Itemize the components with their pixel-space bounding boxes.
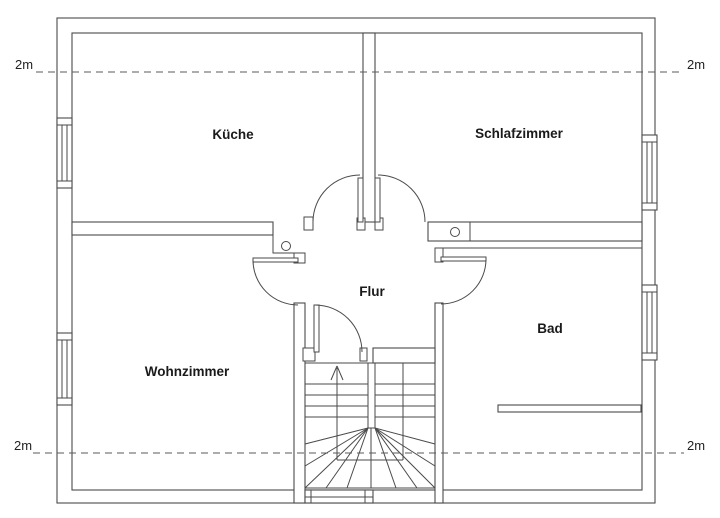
dimension-label-top-left: 2m — [15, 57, 33, 72]
room-label-bad: Bad — [537, 321, 563, 336]
dimension-label-bottom-left: 2m — [14, 438, 32, 453]
door-stop-block — [302, 347, 316, 362]
door-stairs — [313, 304, 363, 353]
dimension-label-top-right: 2m — [687, 57, 705, 72]
dimension-label-bottom-right: 2m — [687, 438, 705, 453]
door-pivot-circle-right — [450, 227, 460, 237]
stair-winder-fan — [304, 427, 436, 489]
wall-flur-wohnzimmer — [293, 302, 306, 504]
door-swing-arc — [252, 259, 299, 306]
dimension-lines: 2m 2m 2m 2m — [14, 57, 705, 454]
half-wall-bad — [497, 404, 642, 413]
window-schlafzimmer — [641, 134, 658, 211]
door-swing-arc — [312, 174, 361, 223]
direction-arrow — [330, 365, 344, 381]
stair-center-divider — [367, 362, 376, 429]
doors — [252, 174, 487, 353]
door-leaf — [440, 256, 487, 262]
door-leaf — [252, 257, 299, 263]
window-kueche — [56, 117, 73, 189]
room-label-kueche: Küche — [212, 127, 254, 142]
door-leaf — [357, 177, 364, 223]
door-swing-arc — [440, 258, 487, 305]
inner-wall-outline — [71, 32, 643, 491]
window-bottom — [304, 489, 374, 504]
window-bad — [641, 284, 658, 361]
wall-flur-bad — [434, 302, 444, 504]
outer-walls — [56, 17, 656, 504]
window-wohnzimmer — [56, 332, 73, 406]
door-wohnzimmer — [252, 257, 299, 306]
door-stop-block — [359, 347, 368, 362]
room-label-wohnzimmer: Wohnzimmer — [145, 364, 230, 379]
door-swing-arc — [314, 304, 363, 353]
door-frame-notch-left — [272, 235, 294, 254]
wall-stair-top — [372, 347, 436, 364]
room-label-schlafzimmer: Schlafzimmer — [475, 126, 564, 141]
door-bad — [440, 256, 487, 305]
staircase — [304, 362, 436, 489]
door-leaf — [374, 177, 381, 223]
door-pivot-circle-left — [281, 241, 291, 251]
windows — [56, 117, 658, 504]
wall-kueche-schlafzimmer — [362, 32, 376, 223]
room-labels: Küche Schlafzimmer Flur Wohnzimmer Bad — [145, 126, 564, 379]
stair-walk-line — [330, 363, 404, 461]
outer-wall-outline — [56, 17, 656, 504]
interior-walls — [71, 32, 643, 504]
door-swing-arc — [377, 174, 426, 223]
wall-schlafzimmer-bad — [427, 221, 643, 242]
door-stop-block — [303, 216, 314, 231]
door-kueche — [312, 174, 364, 223]
wall-kueche-wohnzimmer — [71, 221, 274, 236]
room-label-flur: Flur — [359, 284, 385, 299]
door-schlafzimmer — [374, 174, 426, 223]
door-leaf — [313, 304, 320, 353]
door-stop-block — [434, 247, 444, 263]
